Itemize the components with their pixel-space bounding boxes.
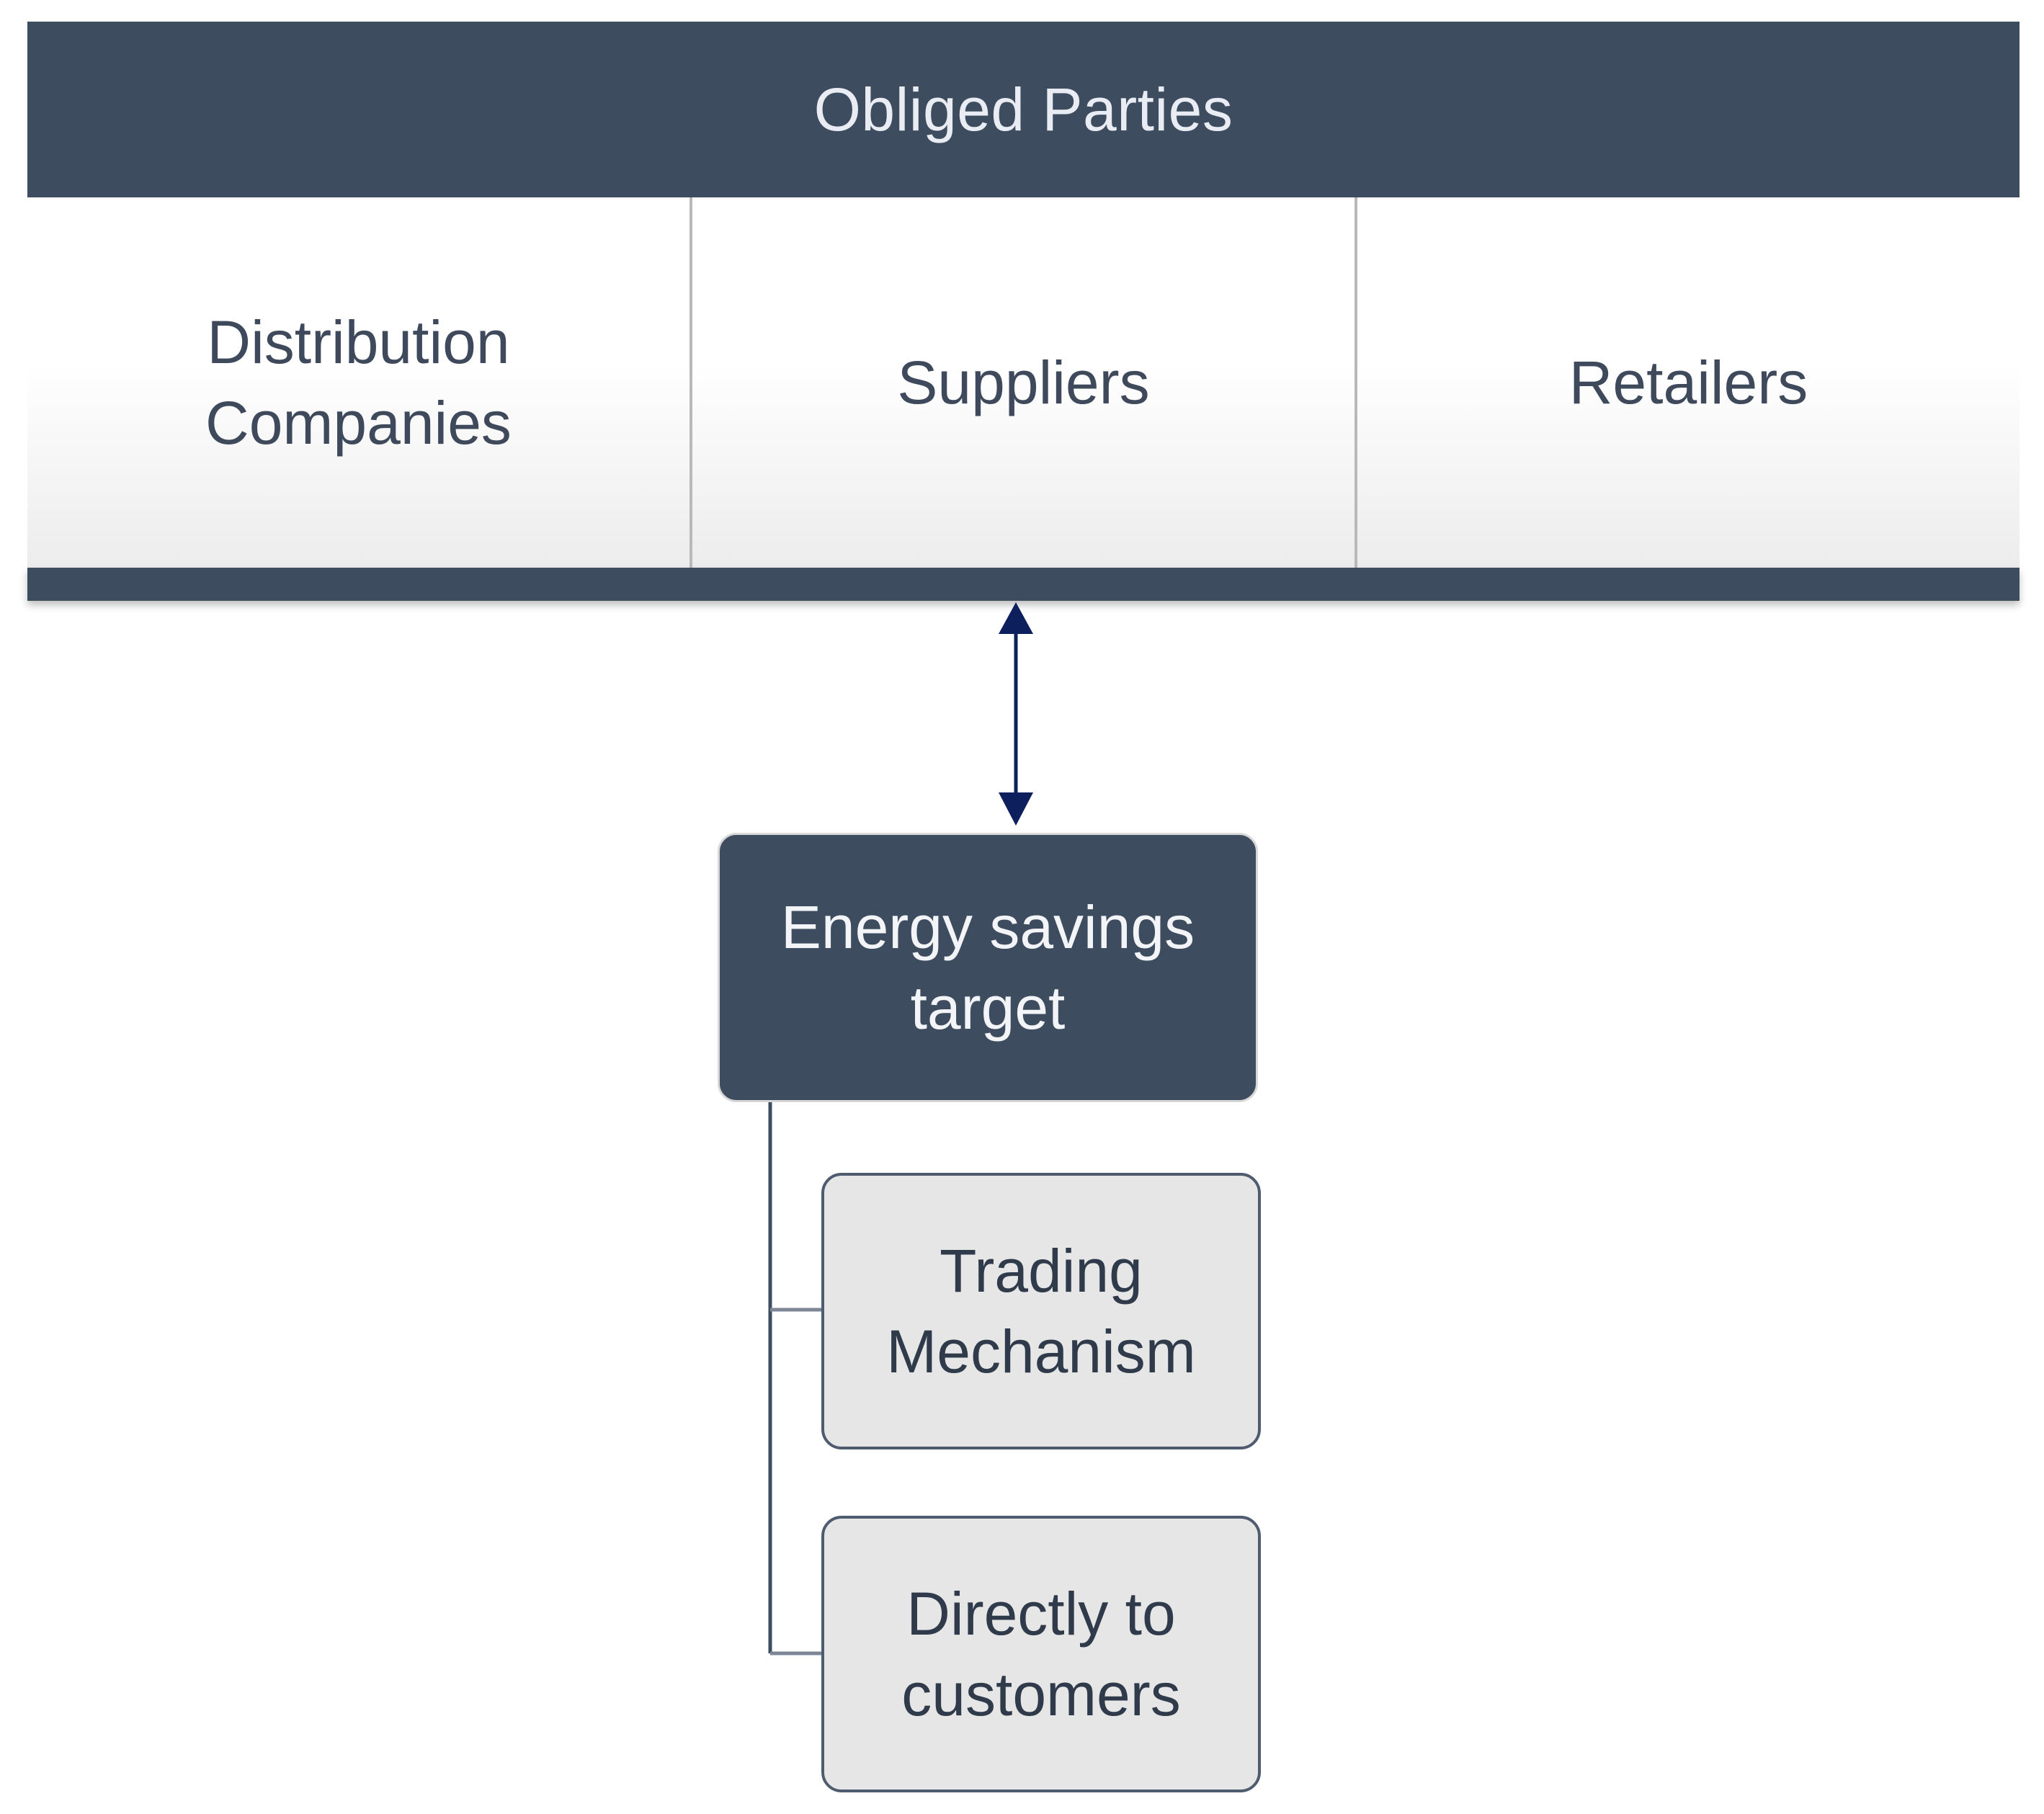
energy-savings-target-box: Energy savings target	[718, 833, 1258, 1102]
trading-mechanism-box: Trading Mechanism	[821, 1173, 1261, 1449]
tree-connector	[768, 1102, 823, 1656]
arrow-head-up	[999, 602, 1033, 634]
child-label: Directly to customers	[901, 1580, 1181, 1728]
target-label: Energy savings target	[780, 893, 1195, 1042]
child-label: Trading Mechanism	[886, 1237, 1196, 1385]
party-retailers: Retailers	[1357, 197, 2020, 568]
double-arrow-connector	[999, 602, 1033, 826]
arrow-head-down	[999, 792, 1033, 826]
obliged-parties-title: Obliged Parties	[813, 75, 1233, 143]
party-suppliers: Suppliers	[692, 197, 1357, 568]
obliged-parties-header: Obliged Parties	[27, 22, 2020, 197]
party-label: Distribution Companies	[205, 308, 512, 457]
party-label: Retailers	[1568, 349, 1808, 416]
party-distribution-companies: Distribution Companies	[27, 197, 692, 568]
parties-row: Distribution Companies Suppliers Retaile…	[27, 197, 2020, 568]
party-label: Suppliers	[897, 349, 1150, 416]
directly-to-customers-box: Directly to customers	[821, 1516, 1261, 1792]
obliged-parties-bottom-bar	[27, 568, 2020, 601]
